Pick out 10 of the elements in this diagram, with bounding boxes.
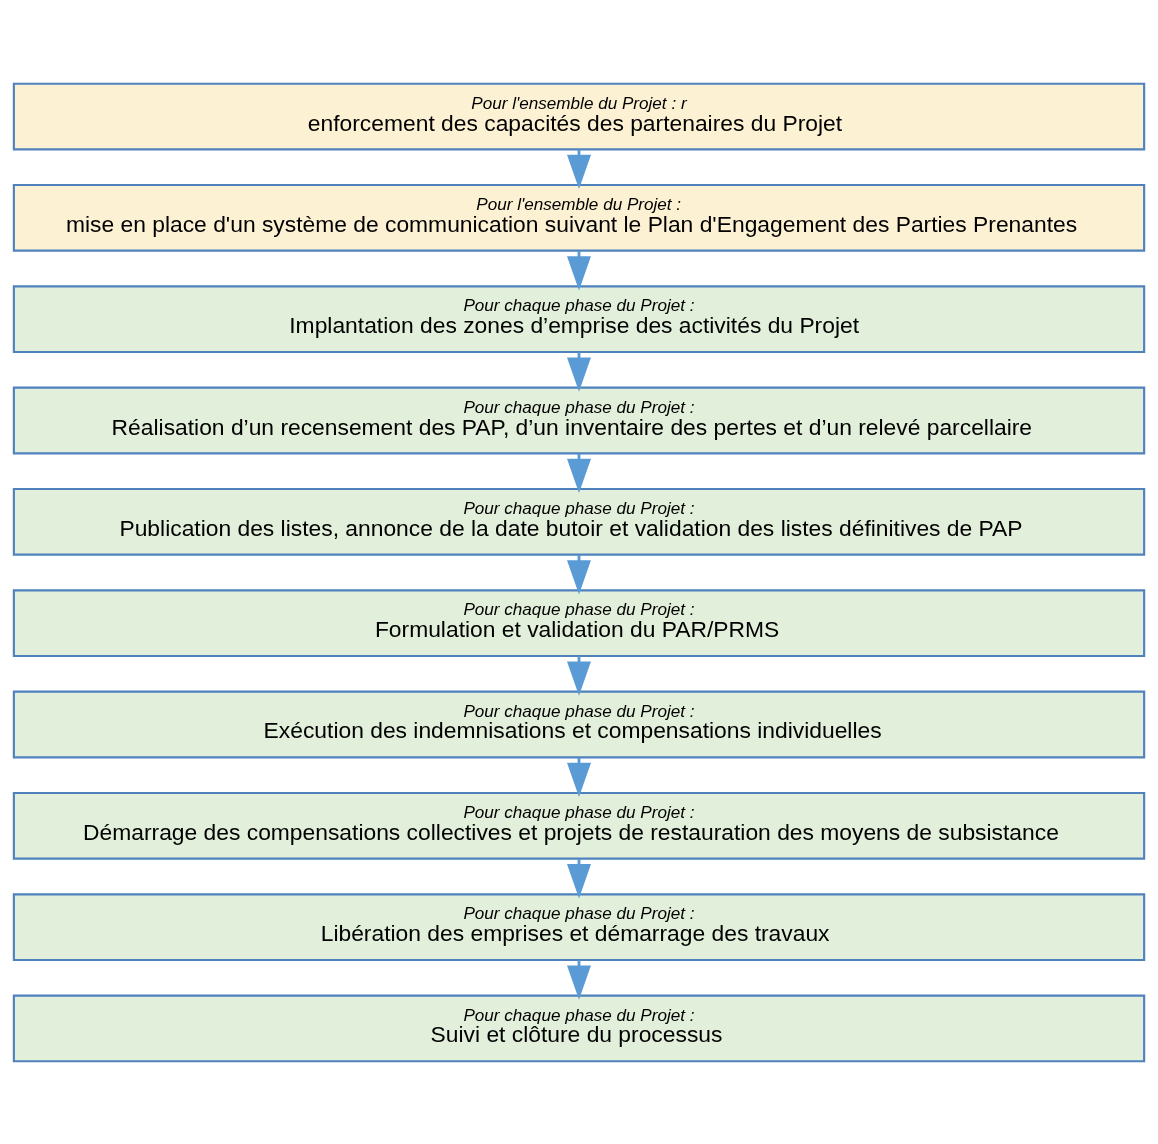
node-box: Pour chaque phase du Projet : Exécution des indemnisations et compensations individuelles xyxy=(12,690,1146,758)
node-box: Pour chaque phase du Projet : Libération des emprises et démarrage des travaux xyxy=(12,892,1146,961)
node-box: Pour l'ensemble du Projet : r enforcement des capacités des partenaires du Projet xyxy=(12,82,1146,150)
node-box: Pour chaque phase du Projet : Implantation des zones d’emprise des activités du Projet xyxy=(12,284,1146,353)
node-box: Pour l'ensemble du Projet : mise en place d'un système de communication suivant le Plan d'Engagement des Parties Prenantes xyxy=(12,183,1146,252)
node-box: Pour chaque phase du Projet : Suivi et clôture du processus xyxy=(12,994,1146,1062)
node-box: Pour chaque phase du Projet : Publication des listes, annonce de la date butoir et validation des listes définitives de PAP xyxy=(12,487,1146,556)
node-box: Pour chaque phase du Projet : Réalisation d’un recensement des PAP, d’un inventaire des pertes et d’un relevé parcellaire xyxy=(12,386,1146,454)
node-box: Pour chaque phase du Projet : Démarrage des compensations collectives et projets de restauration des moyens de subsistance xyxy=(12,791,1146,860)
node-box: Pour chaque phase du Projet : Formulation et validation du PAR/PRMS xyxy=(12,588,1146,657)
